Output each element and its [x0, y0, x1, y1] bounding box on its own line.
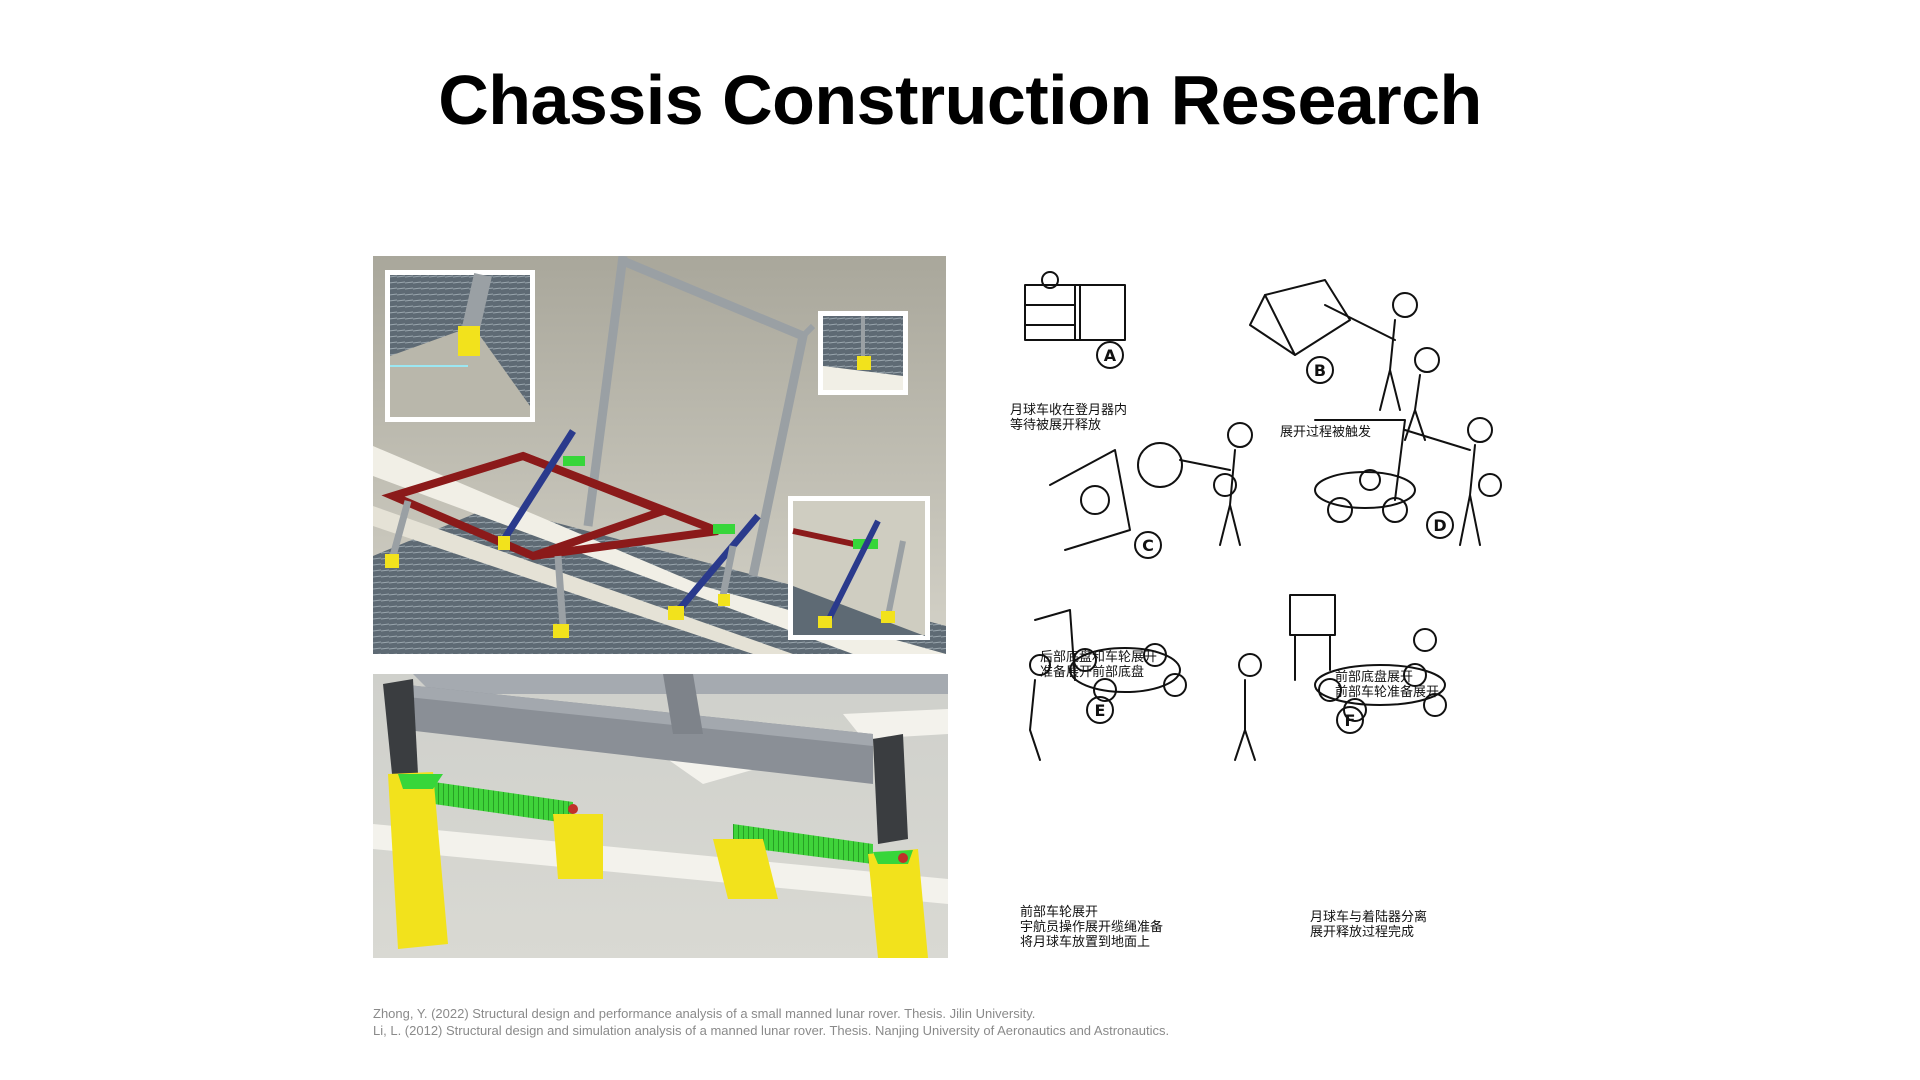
panel-d-letter: D	[1433, 516, 1446, 535]
chassis-frame-render	[373, 256, 946, 654]
panel-f-letter: F	[1345, 711, 1356, 730]
slide-title: Chassis Construction Research	[438, 61, 1482, 139]
panel-b-sketch	[1249, 279, 1440, 441]
panel-a-sketch	[1024, 271, 1126, 369]
panel-b-letter: B	[1314, 361, 1326, 380]
reference-2: Li, L. (2012) Structural design and simu…	[373, 1023, 1170, 1038]
panel-c-caption: 后部底盘和车轮展开 准备展开前部底盘	[1040, 650, 1158, 680]
panel-c-letter: C	[1142, 536, 1154, 555]
panel-d-sketch	[1314, 417, 1502, 546]
panel-e-caption: 前部车轮展开 宇航员操作展开缆绳准备 将月球车放置到地面上	[1020, 905, 1164, 950]
panel-e-sketch	[1029, 609, 1262, 761]
panel-d-caption: 前部底盘展开 前部车轮准备展开	[1335, 670, 1440, 700]
spring-hinge-render	[373, 674, 948, 958]
reference-1: Zhong, Y. (2022) Structural design and p…	[373, 1006, 1036, 1021]
panel-b-caption: 展开过程被触发	[1280, 425, 1372, 440]
deployment-sequence-figure: A B C D E F 月球车收在登月器内 等待被展开释放 展开过程被触发 后部…	[995, 260, 1555, 960]
panel-a-caption: 月球车收在登月器内 等待被展开释放	[1010, 403, 1128, 433]
panel-c-sketch	[1049, 422, 1253, 559]
references: Zhong, Y. (2022) Structural design and p…	[373, 1005, 1673, 1039]
panel-a-letter: A	[1104, 346, 1117, 365]
panel-f-caption: 月球车与着陆器分离 展开释放过程完成	[1310, 910, 1428, 940]
panel-f-sketch	[1289, 594, 1447, 734]
panel-e-letter: E	[1095, 701, 1106, 720]
